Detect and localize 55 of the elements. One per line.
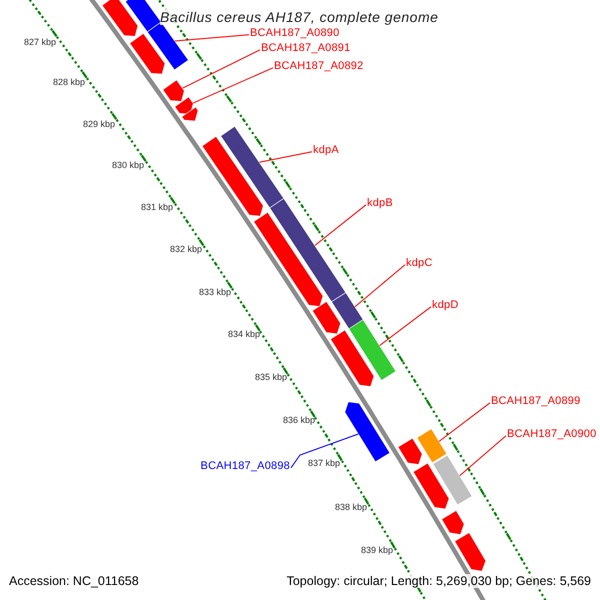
gene-feature <box>220 126 284 208</box>
scale-label: 835 kbp <box>255 372 288 383</box>
gene-feature <box>253 212 324 307</box>
scale-label: 839 kbp <box>361 545 394 556</box>
scale-label: 827 kbp <box>24 37 56 48</box>
gene-feature <box>454 532 486 572</box>
gene-label: BCAH187_A0899 <box>491 395 580 408</box>
gene-label: kdpB <box>367 197 393 210</box>
gene-label: BCAH187_A0892 <box>274 60 364 73</box>
gene-feature <box>162 79 185 102</box>
gene-feature <box>398 438 423 465</box>
scale-label: 833 kbp <box>199 287 232 298</box>
scale-label: 832 kbp <box>170 244 202 255</box>
scale-label: 837 kbp <box>308 458 340 469</box>
leader-line <box>258 151 312 163</box>
diagram-title: Bacillus cereus AH187, complete genome <box>160 9 438 25</box>
gene-feature <box>102 0 138 37</box>
scale-label: 829 kbp <box>83 119 116 130</box>
genome-stats-text: Topology: circular; Length: 5,269,030 bp; Genes: 5,569 <box>286 574 591 588</box>
gene-feature <box>348 319 396 381</box>
gene-feature <box>344 401 390 462</box>
gene-feature <box>330 330 374 387</box>
gene-feature <box>269 198 346 302</box>
gene-feature <box>129 32 166 74</box>
leader-line <box>314 204 366 246</box>
gene-feature <box>312 301 341 334</box>
scale-label: 838 kbp <box>335 502 368 513</box>
gene-feature <box>412 462 450 510</box>
gene-feature <box>146 22 189 70</box>
gene-label: kdpA <box>313 144 339 157</box>
scale-label: 830 kbp <box>112 160 144 171</box>
scale-label: 836 kbp <box>283 415 316 426</box>
gene-label: BCAH187_A0900 <box>507 428 596 441</box>
gene-label: kdpC <box>406 257 432 270</box>
gene-feature <box>441 510 465 535</box>
gene-label: BCAH187_A0891 <box>261 42 350 55</box>
gene-feature <box>416 428 448 464</box>
leader-line <box>182 49 260 89</box>
gene-label: kdpD <box>432 299 458 312</box>
gene-feature <box>202 136 264 217</box>
leader-line <box>290 434 359 468</box>
leader-line <box>354 264 406 308</box>
gene-label: BCAH187_A0890 <box>250 27 340 40</box>
gene-label: BCAH187_A0898 <box>200 460 290 473</box>
scale-label: 834 kbp <box>228 329 260 340</box>
scale-label: 828 kbp <box>53 77 86 88</box>
gene-feature <box>181 106 198 122</box>
gene-feature <box>432 454 473 506</box>
gene-feature <box>124 0 162 32</box>
gene-feature <box>174 96 194 115</box>
leader-line <box>438 402 490 442</box>
scale-label: 831 kbp <box>141 202 174 213</box>
leader-line <box>192 67 274 104</box>
accession-text: Accession: NC_011658 <box>9 574 139 588</box>
gene-feature <box>331 292 365 331</box>
